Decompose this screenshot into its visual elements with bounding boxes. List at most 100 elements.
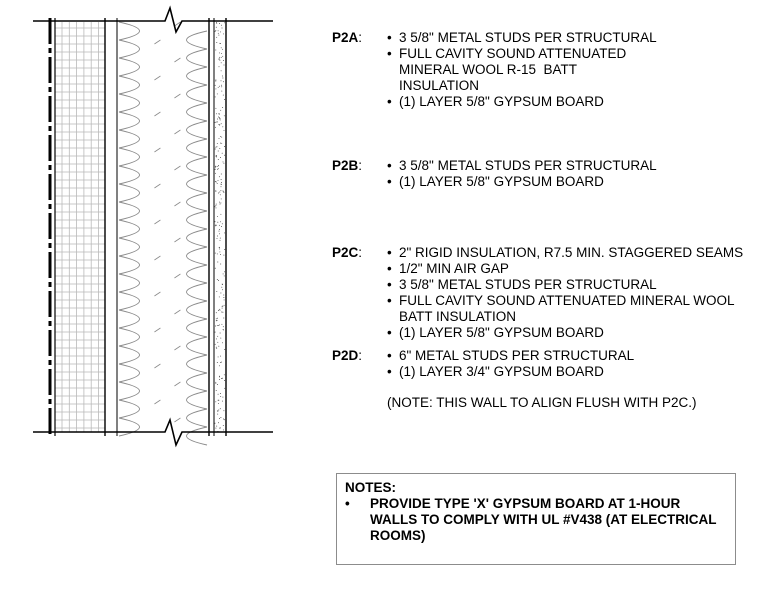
stipple-dot xyxy=(219,203,221,205)
stipple-dot xyxy=(216,182,218,184)
notes-box: NOTES: • PROVIDE TYPE 'X' GYPSUM BOARD A… xyxy=(336,473,736,565)
stipple-dot xyxy=(222,77,224,79)
stipple-dot xyxy=(217,166,219,168)
stipple-dot xyxy=(219,43,221,45)
wall-type-code: P2D: xyxy=(332,348,363,363)
stipple-dot xyxy=(222,342,223,344)
stipple-dot xyxy=(218,66,220,68)
notes-title: NOTES: xyxy=(345,480,397,495)
stipple-dot xyxy=(215,320,217,322)
stipple-dot xyxy=(218,280,219,281)
stipple-dot xyxy=(215,401,217,403)
batt-curve xyxy=(186,408,208,428)
p2d-alignment-note: (NOTE: THIS WALL TO ALIGN FLUSH WITH P2C… xyxy=(387,395,697,410)
stipple-dot xyxy=(217,150,219,152)
stipple-dot xyxy=(221,305,223,307)
batt-tick xyxy=(174,417,181,423)
stipple-dot xyxy=(216,291,218,293)
stipple-dot xyxy=(218,165,219,166)
stipple-dot xyxy=(215,156,217,157)
batt-curve xyxy=(186,156,208,176)
stipple-dot xyxy=(218,308,220,310)
batt-curve xyxy=(118,381,140,401)
stipple-dot xyxy=(219,135,221,137)
stipple-dot xyxy=(218,224,220,226)
stipple-dot xyxy=(215,88,217,90)
stipple-dot xyxy=(220,157,221,158)
stipple-dot xyxy=(219,251,221,253)
top-break-line xyxy=(33,5,273,35)
stipple-dot xyxy=(218,230,220,232)
stipple-dot xyxy=(218,52,220,54)
batt-tick xyxy=(174,201,181,207)
stipple-dot xyxy=(218,34,220,36)
batt-curve xyxy=(186,426,208,446)
stipple-dot xyxy=(217,261,219,263)
stipple-dot xyxy=(214,422,216,424)
stipple-dot xyxy=(218,56,220,58)
batt-curve xyxy=(186,48,208,68)
stipple-dot xyxy=(224,249,226,250)
batt-insulation-pattern xyxy=(118,21,208,446)
batt-curve xyxy=(186,30,208,50)
stipple-dot xyxy=(215,126,217,128)
stipple-dot xyxy=(214,267,216,269)
stipple-dot xyxy=(220,213,222,215)
stipple-dot xyxy=(220,263,222,265)
stipple-dot xyxy=(223,374,225,376)
stipple-dot xyxy=(217,341,219,343)
stipple-dot xyxy=(221,52,223,54)
spec-item: FULL CAVITY SOUND ATTENUATED MINERAL WOO… xyxy=(387,46,657,94)
stipple-dot xyxy=(220,337,222,339)
stipple-dot xyxy=(220,189,222,191)
spec-list: 3 5/8" METAL STUDS PER STRUCTURAL (1) LA… xyxy=(387,158,657,190)
stipple-dot xyxy=(219,248,221,250)
stipple-dot xyxy=(222,48,224,50)
spec-item: 3 5/8" METAL STUDS PER STRUCTURAL xyxy=(387,277,743,293)
stipple-dot xyxy=(216,324,218,326)
stipple-dot xyxy=(220,198,222,200)
stipple-dot xyxy=(223,129,225,131)
batt-tick xyxy=(174,381,181,387)
stipple-dot xyxy=(222,107,224,109)
batt-curve xyxy=(186,390,208,410)
stipple-dot xyxy=(219,119,221,121)
stipple-dot xyxy=(219,118,221,120)
stipple-dot xyxy=(216,235,218,237)
stipple-dot xyxy=(223,418,225,420)
batt-curve xyxy=(118,165,140,185)
notes-bullet: • xyxy=(345,496,350,511)
stipple-dot xyxy=(221,84,223,86)
stipple-dot xyxy=(222,326,224,328)
stipple-dot xyxy=(215,172,216,174)
wall-layer-lines xyxy=(48,18,227,436)
stipple-dot xyxy=(219,362,221,364)
stipple-dot xyxy=(224,271,226,273)
stipple-dot xyxy=(215,190,217,192)
batt-tick xyxy=(174,129,181,135)
batt-curve xyxy=(118,363,140,383)
stipple-dot xyxy=(218,399,220,401)
stipple-dot xyxy=(218,324,220,326)
stipple-dot xyxy=(222,161,224,163)
stipple-dot xyxy=(221,152,223,154)
stipple-dot xyxy=(217,118,219,120)
stipple-dot xyxy=(220,184,222,185)
stipple-dot xyxy=(218,58,220,60)
stipple-dot xyxy=(218,113,220,115)
stipple-dot xyxy=(216,21,218,23)
batt-curve xyxy=(118,201,140,221)
batt-tick xyxy=(154,219,161,225)
stipple-dot xyxy=(220,47,222,49)
spec-item: (1) LAYER 3/4" GYPSUM BOARD xyxy=(387,364,634,380)
stipple-dot xyxy=(218,229,220,231)
batt-curve xyxy=(186,300,208,320)
batt-tick xyxy=(154,183,161,189)
stipple-dot xyxy=(218,409,220,411)
batt-curve xyxy=(186,174,208,194)
stipple-dot xyxy=(219,375,220,377)
stipple-dot xyxy=(214,252,216,254)
stipple-dot xyxy=(216,362,218,363)
stipple-dot xyxy=(222,425,224,427)
stipple-dot xyxy=(223,304,225,306)
